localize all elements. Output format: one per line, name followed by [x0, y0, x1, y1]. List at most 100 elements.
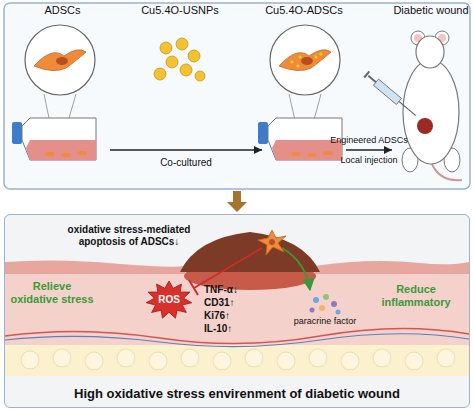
skin-section	[405, 352, 423, 370]
starburst-outline	[146, 281, 192, 318]
skin-section	[53, 349, 71, 367]
mouse-illustration	[402, 31, 462, 180]
skin-section	[5, 344, 469, 376]
paracrine-particles	[310, 308, 315, 313]
marker-label: TNF-α↓	[204, 284, 254, 296]
group-heading: Cu5.4O-USNPs	[141, 4, 219, 17]
syringe	[364, 71, 369, 77]
culture-flask	[307, 153, 317, 157]
cell-zoom-circle	[25, 25, 95, 95]
engineered-cell-circle	[290, 52, 323, 68]
skin-section	[5, 334, 469, 347]
marker-label: IL-10↑	[204, 323, 254, 335]
culture-flask	[22, 118, 96, 160]
culture-flask	[12, 118, 96, 160]
skin-section	[149, 352, 167, 370]
nanoparticles	[195, 71, 205, 81]
effect-note: Reduce inflammatory	[368, 283, 464, 308]
edge-label: Engineered ADSCs	[330, 135, 408, 145]
top-panel	[4, 3, 470, 189]
engineered-cell-circle	[298, 55, 302, 59]
nanoparticles	[176, 38, 188, 50]
engineered-cell-circle	[314, 55, 318, 59]
skin-section	[5, 260, 469, 376]
paracrine-particles	[331, 301, 337, 307]
wound-scab	[180, 232, 320, 290]
skin-section	[315, 261, 469, 274]
effect-note: Relieve oxidative stress	[10, 280, 94, 305]
cell-zoom-circle	[56, 57, 68, 65]
mouse-model: Diabetic wound	[392, 4, 470, 186]
cell-group: ADSCs	[15, 4, 110, 170]
engineered-cell	[258, 230, 286, 255]
skin-section	[21, 351, 39, 369]
culture-flask	[291, 152, 301, 156]
engineered-cell-circle	[290, 60, 294, 64]
skin-section	[277, 352, 295, 370]
edge-label: Co-cultured	[160, 157, 212, 169]
skin-section	[213, 352, 231, 370]
particle-label: paracrine factor	[285, 316, 365, 326]
inhibition-line	[189, 280, 198, 295]
secretion-arrow	[282, 248, 310, 290]
nanoparticle-group: Cu5.4O-USNPs	[135, 4, 225, 99]
skin-section	[21, 349, 455, 370]
syringe	[399, 101, 416, 115]
wound-panel: High oxidative stress envirenment of dia…	[4, 214, 470, 408]
engineered-cell-group: Cu5.4O-ADSCs	[262, 4, 346, 170]
bottom-panel-fill	[4, 214, 470, 408]
engineered-cell-circle	[319, 52, 323, 56]
nanoparticles	[188, 50, 200, 62]
engineered-cell-circle	[279, 50, 331, 71]
skin-section	[117, 349, 135, 367]
step-note: Local injection	[329, 155, 409, 165]
skin-section	[181, 349, 199, 367]
engineered-cell-circle	[301, 57, 313, 65]
inhibition-line	[194, 248, 262, 288]
panel-title: High oxidative stress envirenment of dia…	[74, 387, 400, 402]
paracrine-particles	[319, 305, 325, 311]
ros-starburst: ROS	[146, 281, 192, 319]
culture-flask	[323, 151, 333, 155]
syringe	[373, 79, 401, 104]
group-heading: ADSCs	[44, 4, 80, 17]
nanoparticles	[154, 68, 166, 80]
group-heading: Cu5.4O-ADSCs	[265, 4, 343, 17]
skin-section	[309, 349, 327, 367]
culture-flask	[26, 140, 96, 160]
paracrine-particles	[323, 294, 329, 300]
syringe	[364, 71, 418, 118]
mouse-illustration	[416, 36, 444, 68]
culture-flask	[258, 122, 268, 144]
flow-arrow	[110, 149, 262, 151]
inhibition-line	[189, 248, 262, 295]
engineered-cell	[258, 230, 286, 255]
marker-label: Ki76↑	[204, 310, 254, 322]
paracrine-particles	[336, 310, 341, 315]
culture-flask	[45, 152, 55, 156]
flow-arrow	[346, 149, 392, 151]
mouse-illustration	[417, 118, 433, 134]
engineered-cell-circle	[296, 64, 300, 68]
syringe	[368, 76, 376, 82]
skin-section	[341, 352, 359, 370]
marker-label: CD31↑	[204, 297, 254, 309]
nanoparticles	[154, 38, 205, 81]
skin-section	[5, 260, 185, 274]
transition-arrow	[227, 191, 247, 212]
skin-section	[373, 349, 391, 367]
cell-zoom-circle	[34, 50, 86, 71]
nanoparticles	[160, 42, 172, 54]
skin-section	[437, 349, 455, 367]
group-heading: Diabetic wound	[393, 4, 468, 17]
skin-section	[85, 352, 103, 370]
wound-scab	[180, 232, 320, 272]
engineered-cell	[269, 239, 275, 245]
culture-flask	[61, 153, 71, 157]
shape-label: ROS	[158, 294, 180, 306]
paracrine-particles	[310, 294, 341, 315]
culture-flask	[77, 151, 87, 155]
